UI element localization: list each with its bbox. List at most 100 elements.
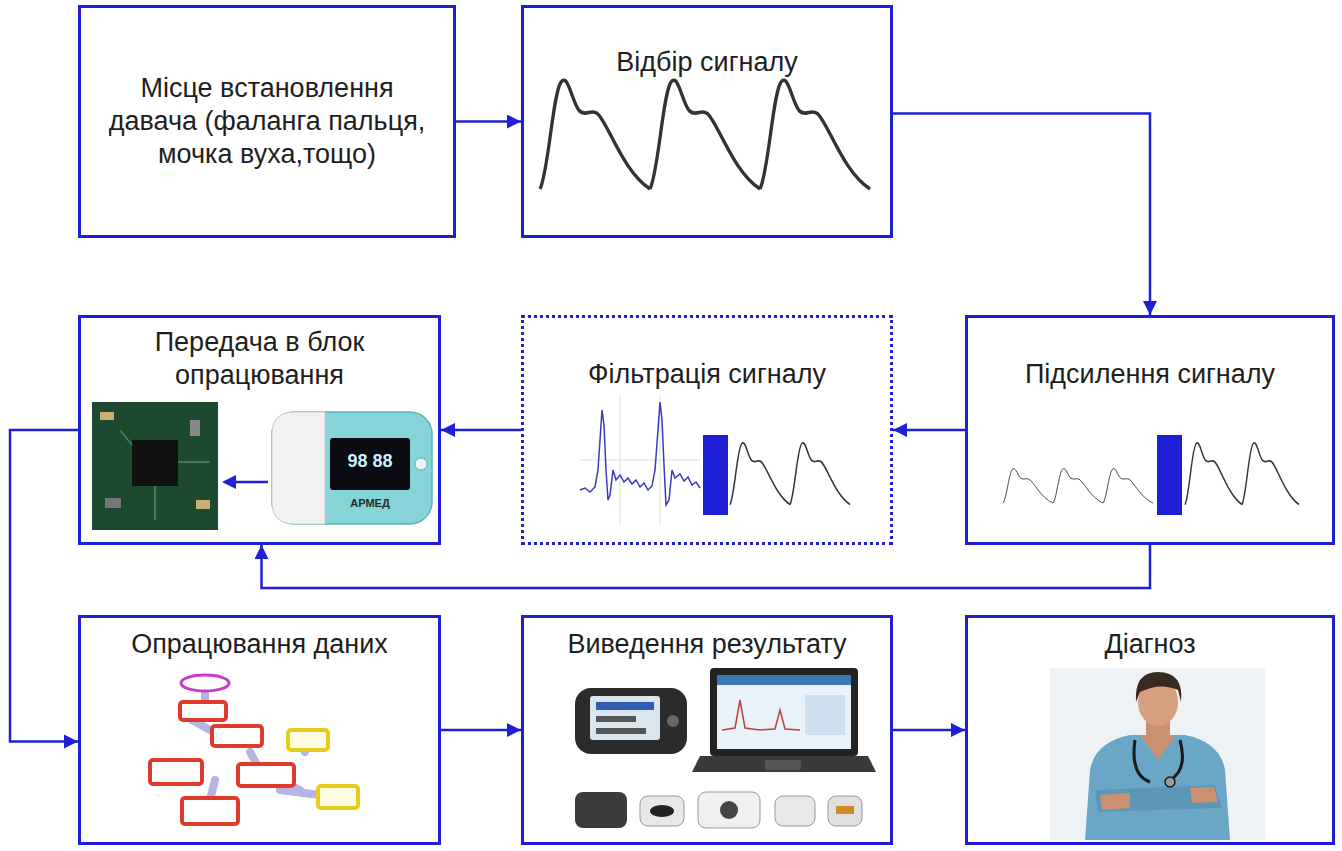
process-icon	[180, 702, 226, 720]
component	[190, 420, 200, 436]
scrubs	[1085, 735, 1230, 840]
flow-arrow	[893, 429, 965, 432]
stethoscope	[1134, 740, 1182, 782]
hair	[1136, 672, 1181, 702]
process-icon	[212, 726, 262, 746]
device-thumb	[698, 792, 760, 828]
optional-process-box: Фільтрація сигналу	[521, 315, 893, 545]
process-box: Відбір сигналу	[521, 5, 893, 238]
device-thumb	[575, 792, 627, 828]
flow-arrow	[441, 729, 521, 732]
device-sensor	[650, 805, 674, 817]
chip	[132, 440, 178, 486]
process-icon	[238, 764, 294, 786]
device-thumb	[640, 796, 684, 826]
arrow-line	[234, 481, 268, 484]
device-sensor	[720, 801, 738, 819]
hand	[1190, 787, 1218, 803]
pulse-oximeter	[272, 412, 432, 524]
laptop-screen	[710, 668, 858, 756]
app-panel	[805, 695, 845, 735]
flow-arrow	[456, 120, 521, 123]
component	[100, 412, 114, 420]
component	[196, 500, 210, 509]
laptop-device	[765, 760, 801, 770]
pulse-wave	[650, 80, 760, 189]
flow-arrow	[893, 729, 965, 732]
component	[105, 498, 121, 508]
oximeter-button	[415, 458, 427, 470]
brand-name: АРМЕД	[328, 497, 412, 509]
sensor-site-box: Місце встановлення давача (фаланга пальц…	[78, 5, 456, 238]
filter-illustration	[580, 395, 850, 525]
pulse-wave	[540, 80, 650, 189]
internal-arrow	[222, 475, 268, 489]
display-bar	[596, 716, 636, 722]
arrow-head	[222, 475, 236, 489]
display-bar	[596, 702, 654, 710]
pcb-trace	[120, 430, 210, 520]
doctor-photo	[1050, 668, 1265, 840]
node-label: Місце встановлення давача (фаланга пальц…	[81, 72, 453, 171]
display-reading: 98 88	[330, 451, 410, 472]
flow-arrow	[893, 114, 1150, 316]
photo-ground	[1050, 668, 1265, 840]
node-label: Підсилення сигналу	[968, 358, 1332, 391]
process-box: Виведення результату	[521, 615, 893, 845]
device-sensor	[836, 806, 854, 814]
stethoscope-head	[1165, 777, 1175, 787]
pcb-board	[92, 402, 218, 530]
node-label: Діагноз	[968, 628, 1332, 661]
node-label: Відбір сигналу	[524, 46, 890, 79]
result-box: Діагноз	[965, 615, 1335, 845]
decision-icon	[318, 786, 358, 808]
process-box: Передача в блок опрацювання	[78, 315, 441, 545]
output-devices	[575, 668, 876, 828]
pulse-wave	[760, 80, 870, 189]
display-bar	[596, 728, 646, 734]
oximeter-cap	[272, 412, 325, 524]
process-icon	[150, 760, 202, 784]
laptop-base	[692, 756, 876, 772]
chip-photo	[92, 402, 218, 530]
neckline	[1140, 735, 1176, 760]
decision-icon	[288, 730, 328, 750]
hand	[1100, 793, 1130, 810]
oximeter-body	[272, 412, 432, 524]
app-chart	[722, 700, 800, 730]
device-thumb	[828, 796, 862, 826]
node-label: Виведення результату	[524, 628, 890, 661]
pulse-wave	[1003, 469, 1053, 503]
node-label: Передача в блок опрацювання	[81, 326, 438, 392]
flowchart-icon	[150, 675, 358, 824]
oximeter-display	[590, 696, 660, 740]
process-box: Опрацювання даних	[78, 615, 441, 845]
flow-arrow	[262, 545, 1151, 588]
pulse-wave	[790, 443, 850, 505]
pulse-wave	[1103, 469, 1153, 503]
ppg-waveform	[540, 80, 870, 189]
amplifier-illustration	[1003, 435, 1299, 515]
process-icon	[182, 798, 238, 824]
pulse-wave	[730, 443, 790, 505]
amplifier-block	[1157, 435, 1182, 515]
filter-block	[703, 435, 728, 515]
grid-line	[620, 395, 621, 525]
process-box: Підсилення сигналу	[965, 315, 1335, 545]
flow-arrow	[441, 429, 521, 432]
noisy-signal	[580, 402, 700, 505]
flow-arrow	[10, 430, 78, 742]
pulse-wave	[1185, 443, 1242, 505]
device-thumb	[775, 796, 815, 826]
app-header	[717, 675, 851, 685]
crossed-arms	[1095, 785, 1222, 812]
oximeter-body	[575, 688, 687, 754]
pulse-wave	[1242, 443, 1299, 505]
laptop-display	[717, 675, 851, 749]
node-label: Опрацювання даних	[81, 628, 438, 661]
pulse-wave	[1053, 469, 1103, 503]
oximeter-display	[330, 438, 410, 490]
node-label: Фільтрація сигналу	[524, 358, 890, 391]
start-ellipse	[181, 675, 229, 691]
